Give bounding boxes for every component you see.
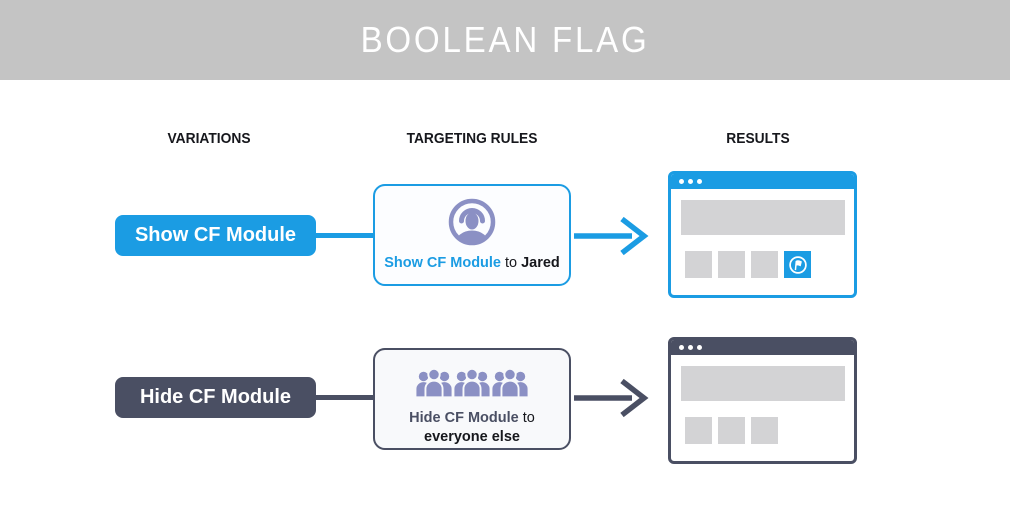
browser-titlebar xyxy=(671,174,854,189)
connector-line xyxy=(314,233,375,238)
content-placeholder-tile xyxy=(718,251,745,278)
content-placeholder-tile xyxy=(718,417,745,444)
rule-flag-name: Hide CF Module xyxy=(409,410,519,426)
content-placeholder-row xyxy=(685,417,854,444)
page-title: BOOLEAN FLAG xyxy=(360,19,650,60)
content-placeholder-hero xyxy=(681,366,845,401)
content-placeholder-row xyxy=(685,251,854,278)
content-placeholder-tile xyxy=(685,417,712,444)
rule-connector-word: to xyxy=(505,255,518,271)
content-placeholder-tile xyxy=(685,251,712,278)
rule-flag-name: Show CF Module xyxy=(384,255,501,271)
feature-flag-icon xyxy=(788,255,807,274)
arrow-icon xyxy=(574,216,649,256)
rule-connector-word: to xyxy=(522,410,535,426)
variation-pill-show: Show CF Module xyxy=(115,215,316,256)
window-dot xyxy=(679,179,684,184)
column-header-variations: VARIATIONS xyxy=(167,129,251,147)
browser-titlebar xyxy=(671,340,854,355)
window-dot xyxy=(688,179,693,184)
result-browser-show xyxy=(668,171,857,298)
variation-pill-hide: Hide CF Module xyxy=(115,377,316,418)
window-dot xyxy=(679,345,684,350)
window-dot xyxy=(688,345,693,350)
content-placeholder-tile xyxy=(751,251,778,278)
cf-module-tile xyxy=(784,251,811,278)
rule-audience: Jared xyxy=(521,255,560,271)
column-header-targeting-rules: TARGETING RULES xyxy=(406,129,538,147)
single-user-icon xyxy=(446,195,498,249)
column-header-results: RESULTS xyxy=(726,129,790,147)
arrow-icon xyxy=(574,378,649,418)
title-banner: BOOLEAN FLAG xyxy=(0,0,1010,80)
window-dot xyxy=(697,345,702,350)
content-placeholder-tile xyxy=(751,417,778,444)
crowd-icon xyxy=(414,366,530,404)
window-dot xyxy=(697,179,702,184)
rule-audience: everyone else xyxy=(424,428,520,445)
connector-line xyxy=(314,395,375,400)
result-browser-hide xyxy=(668,337,857,464)
content-placeholder-hero xyxy=(681,200,845,235)
